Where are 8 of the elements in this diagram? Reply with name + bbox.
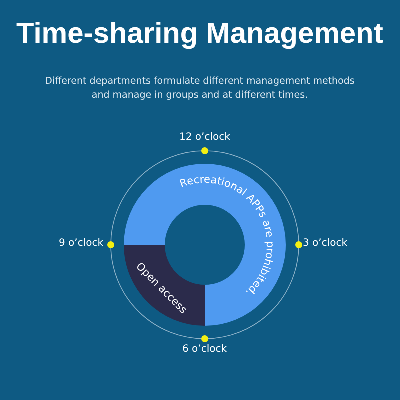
clock-label: 12 o’clock <box>180 132 230 143</box>
clock-label: 6 o’clock <box>182 344 228 355</box>
subtitle: Different departments formulate different management methods and manage in groups and at different times. <box>44 75 356 103</box>
clock-label: 9 o’clock <box>59 238 104 249</box>
donut-segment <box>124 245 205 326</box>
donut-segment <box>124 164 286 326</box>
title: Time-sharing Management <box>16 18 384 51</box>
clock-label: 3 o’clock <box>303 238 348 249</box>
